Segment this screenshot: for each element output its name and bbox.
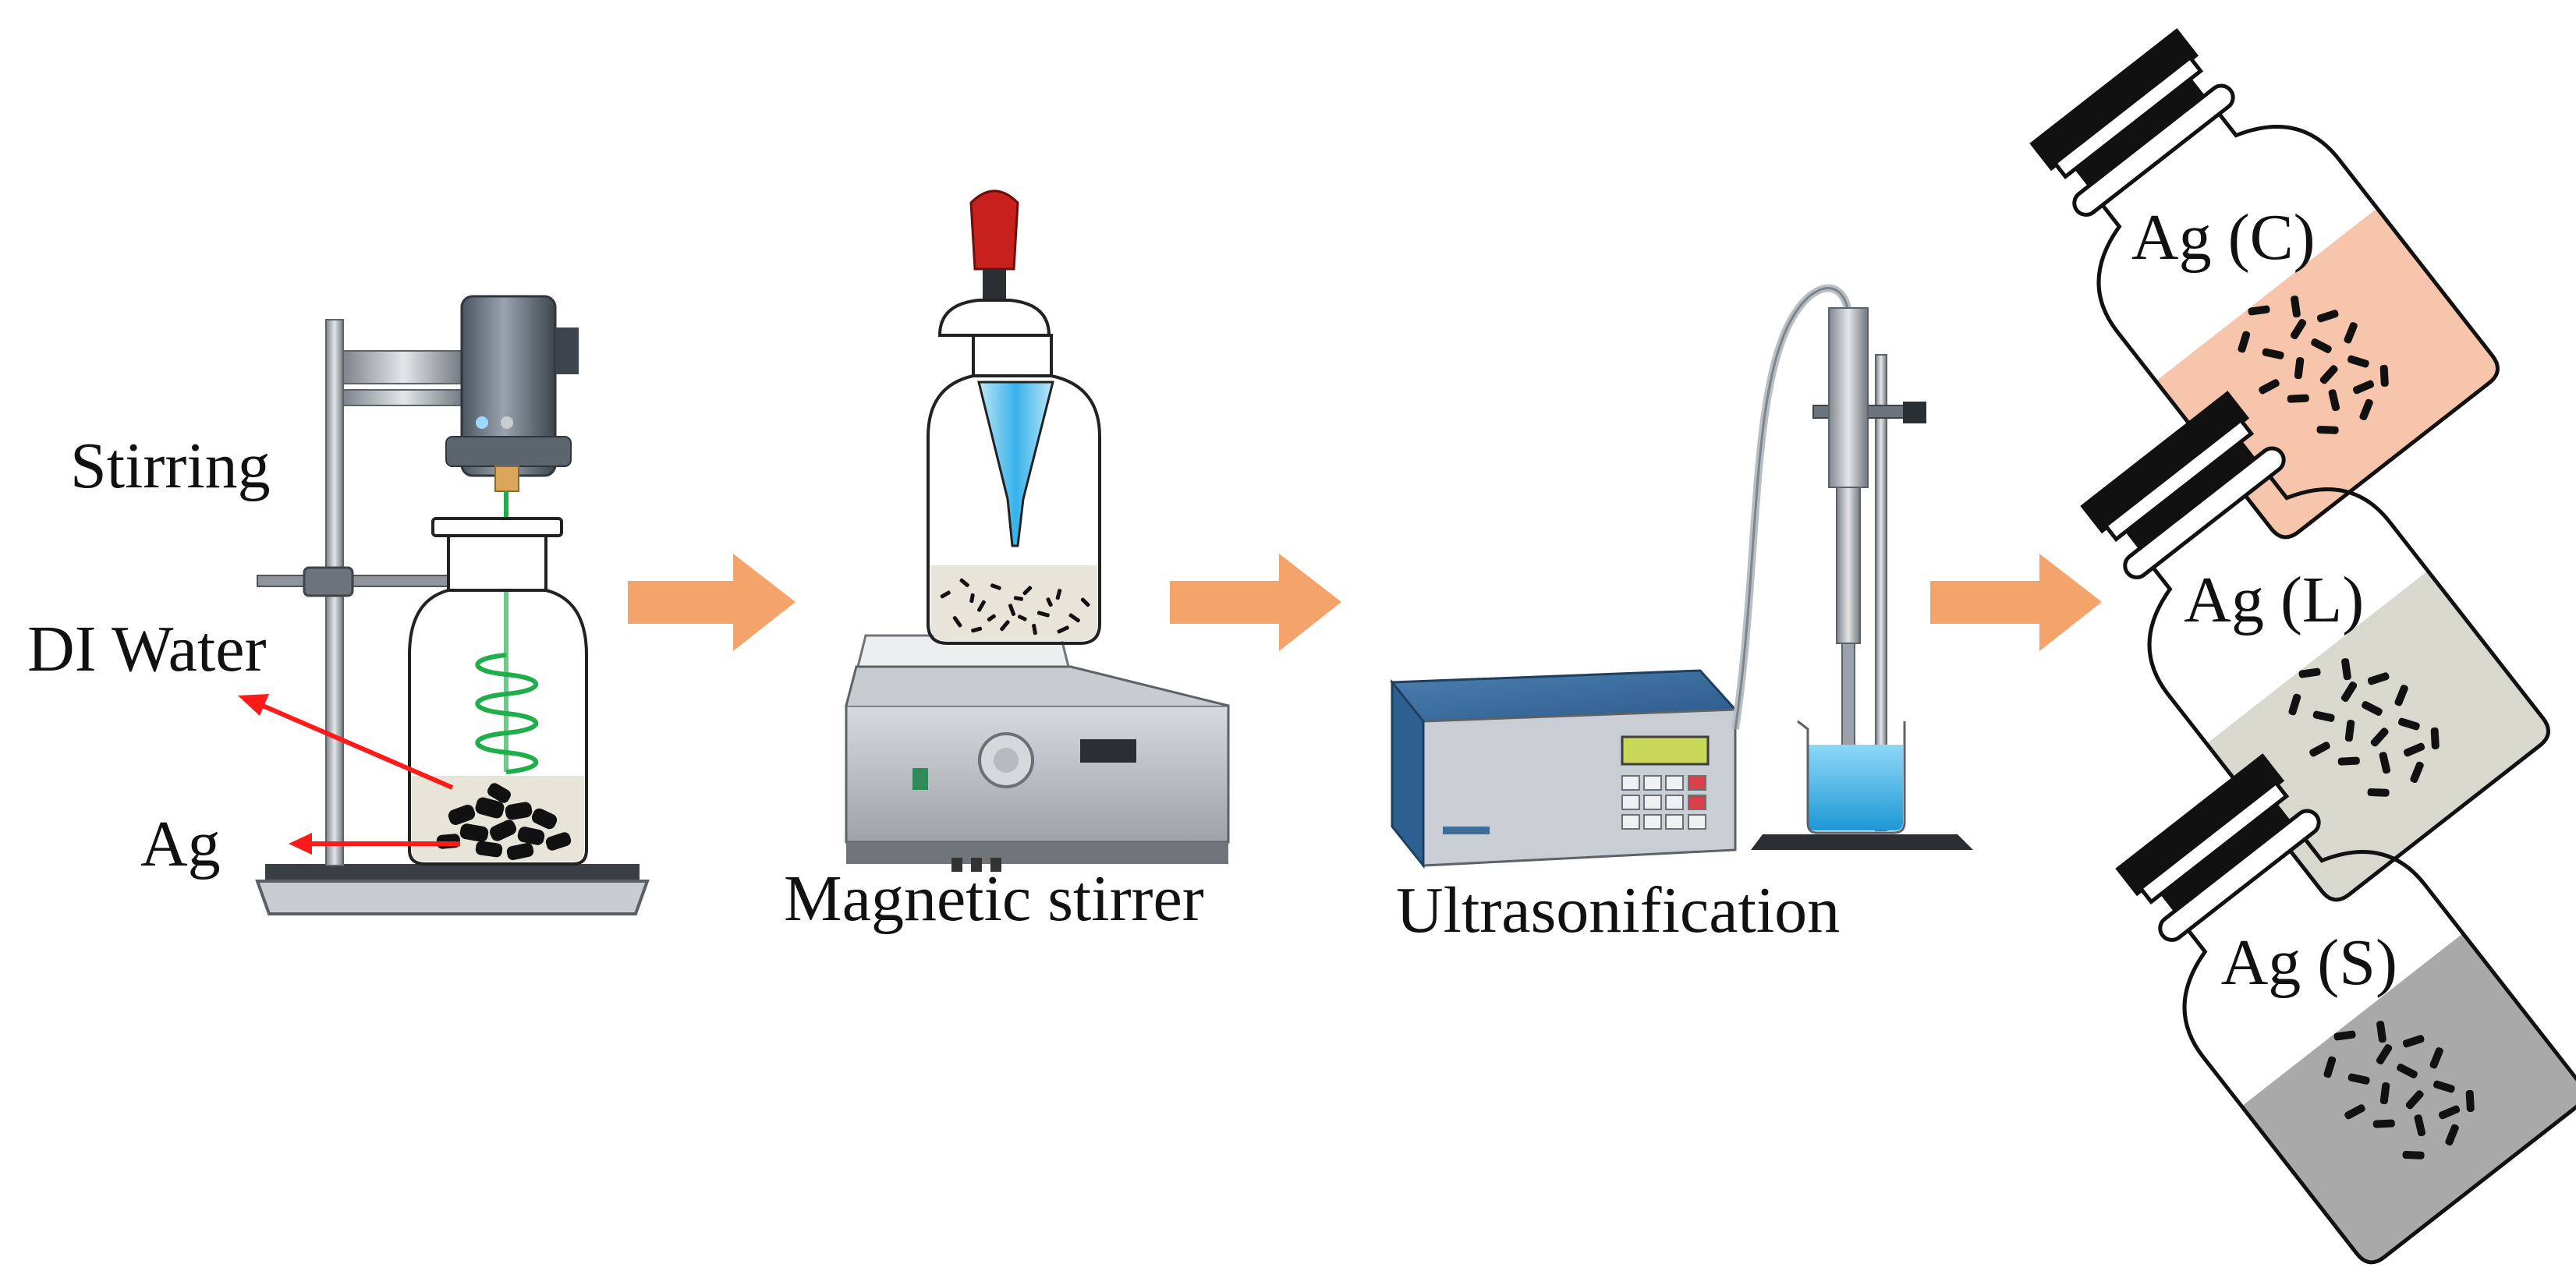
label-stirring: Stirring	[70, 430, 271, 502]
reaction-bottle	[408, 517, 588, 866]
vial-cap	[2115, 753, 2285, 897]
product-vial: Ag (C)	[2029, 28, 2500, 540]
label-di-water: DI Water	[27, 613, 267, 685]
label-ag: Ag	[140, 808, 221, 880]
vial-label: Ag (L)	[2184, 564, 2364, 636]
vial-body	[2182, 837, 2576, 1265]
di-water-pointer-arrow	[238, 694, 454, 790]
stand-base	[265, 864, 640, 881]
hotplate-display	[1080, 739, 1136, 763]
vial-body	[2147, 475, 2550, 902]
stand-foot	[255, 880, 650, 915]
vial-cap	[2029, 28, 2199, 172]
product-vials: Ag (C) Ag (L) Ag (S)	[2029, 28, 2576, 1265]
ultrasonicator-setup: Ultrasonification	[1389, 284, 1973, 947]
stirrer-coil	[475, 653, 538, 774]
flow-arrow-3	[1930, 554, 2102, 651]
beaker-liquid	[1808, 745, 1903, 830]
label-ultrasonification: Ultrasonification	[1396, 874, 1840, 947]
vial-label: Ag (C)	[2131, 201, 2316, 274]
stirrer-bottle	[927, 189, 1101, 645]
ultrasonic-probe	[1828, 307, 1869, 488]
dropping-funnel	[977, 381, 1054, 547]
stirrer-motor	[445, 295, 579, 492]
ag-particles	[436, 783, 572, 861]
hotplate-body	[845, 704, 1230, 844]
vial-cap	[2080, 391, 2250, 534]
label-magnetic-stirrer: Magnetic stirrer	[784, 862, 1204, 935]
overhead-stirrer-setup: Stirring DI Water Ag	[27, 295, 650, 915]
stirrer-shaft	[504, 491, 508, 772]
product-vial: Ag (S)	[2115, 753, 2576, 1265]
generator-display	[1621, 735, 1710, 766]
generator-keypad	[1621, 775, 1706, 830]
vial-body	[2096, 112, 2500, 540]
vial-particles	[2323, 1021, 2475, 1159]
beaker	[1797, 720, 1906, 834]
vial-particles	[2288, 658, 2440, 797]
flow-arrow-2	[1170, 554, 1341, 651]
motor-arm	[342, 350, 465, 384]
flow-arrow-1	[628, 554, 795, 651]
magnetic-stirrer-setup: Magnetic stirrer	[784, 189, 1230, 935]
ag-pointer-arrow	[289, 833, 460, 855]
vial-particles	[2238, 296, 2389, 434]
generator-side	[1391, 678, 1425, 869]
vial-label: Ag (S)	[2221, 926, 2397, 999]
